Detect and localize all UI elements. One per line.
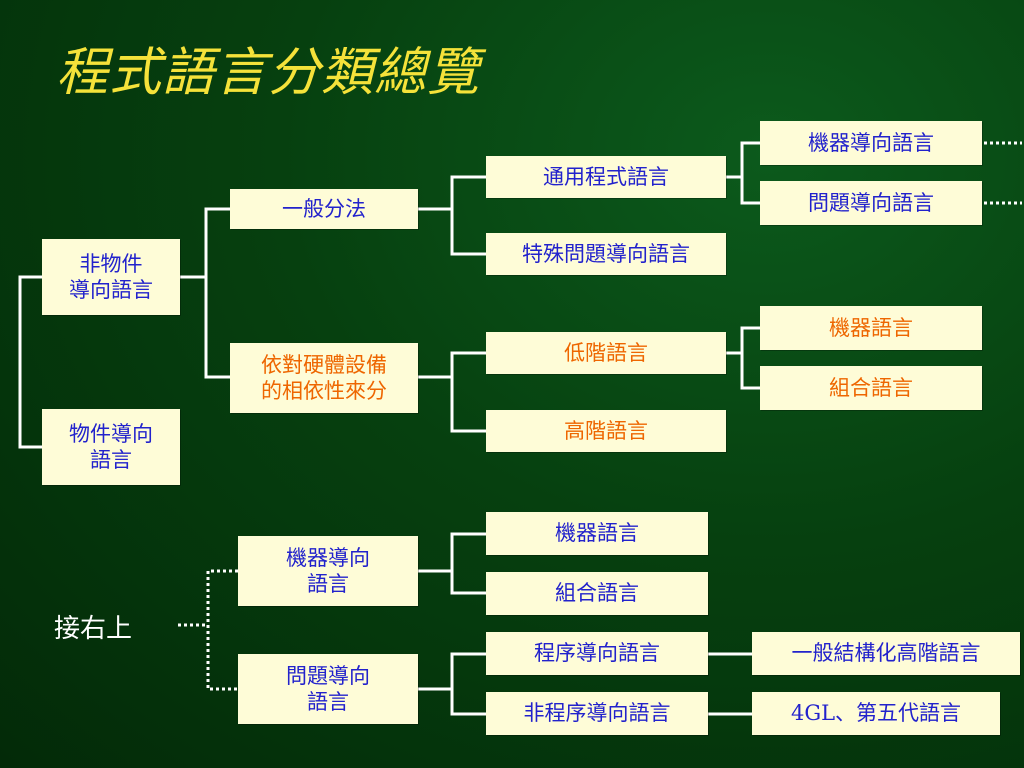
node-non-procedural: 非程序導向語言 xyxy=(486,692,708,735)
node-general-purpose: 通用程式語言 xyxy=(486,156,726,198)
node-bottom-problem-oriented: 問題導向 語言 xyxy=(238,654,418,724)
node-oop: 物件導向 語言 xyxy=(42,409,180,485)
node-procedural: 程序導向語言 xyxy=(486,632,708,675)
node-problem-oriented: 問題導向語言 xyxy=(760,181,982,225)
node-bottom-assembly-lang: 組合語言 xyxy=(486,572,708,615)
node-structured-high: 一般結構化高階語言 xyxy=(752,632,1020,675)
continue-label: 接右上 xyxy=(54,614,133,644)
node-special-problem: 特殊問題導向語言 xyxy=(486,233,726,275)
node-high-level: 高階語言 xyxy=(486,410,726,452)
node-4gl: 4GL、第五代語言 xyxy=(752,692,1000,735)
node-bottom-machine-oriented: 機器導向 語言 xyxy=(238,536,418,606)
node-general: 一般分法 xyxy=(230,189,418,229)
node-assembly-lang: 組合語言 xyxy=(760,366,982,410)
node-low-level: 低階語言 xyxy=(486,332,726,374)
node-hardware: 依對硬體設備 的相依性來分 xyxy=(230,343,418,413)
node-machine-oriented: 機器導向語言 xyxy=(760,121,982,165)
node-machine-lang: 機器語言 xyxy=(760,306,982,350)
page-title: 程式語言分類總覽 xyxy=(56,43,481,103)
node-non-oop: 非物件 導向語言 xyxy=(42,239,180,315)
node-bottom-machine-lang: 機器語言 xyxy=(486,512,708,555)
